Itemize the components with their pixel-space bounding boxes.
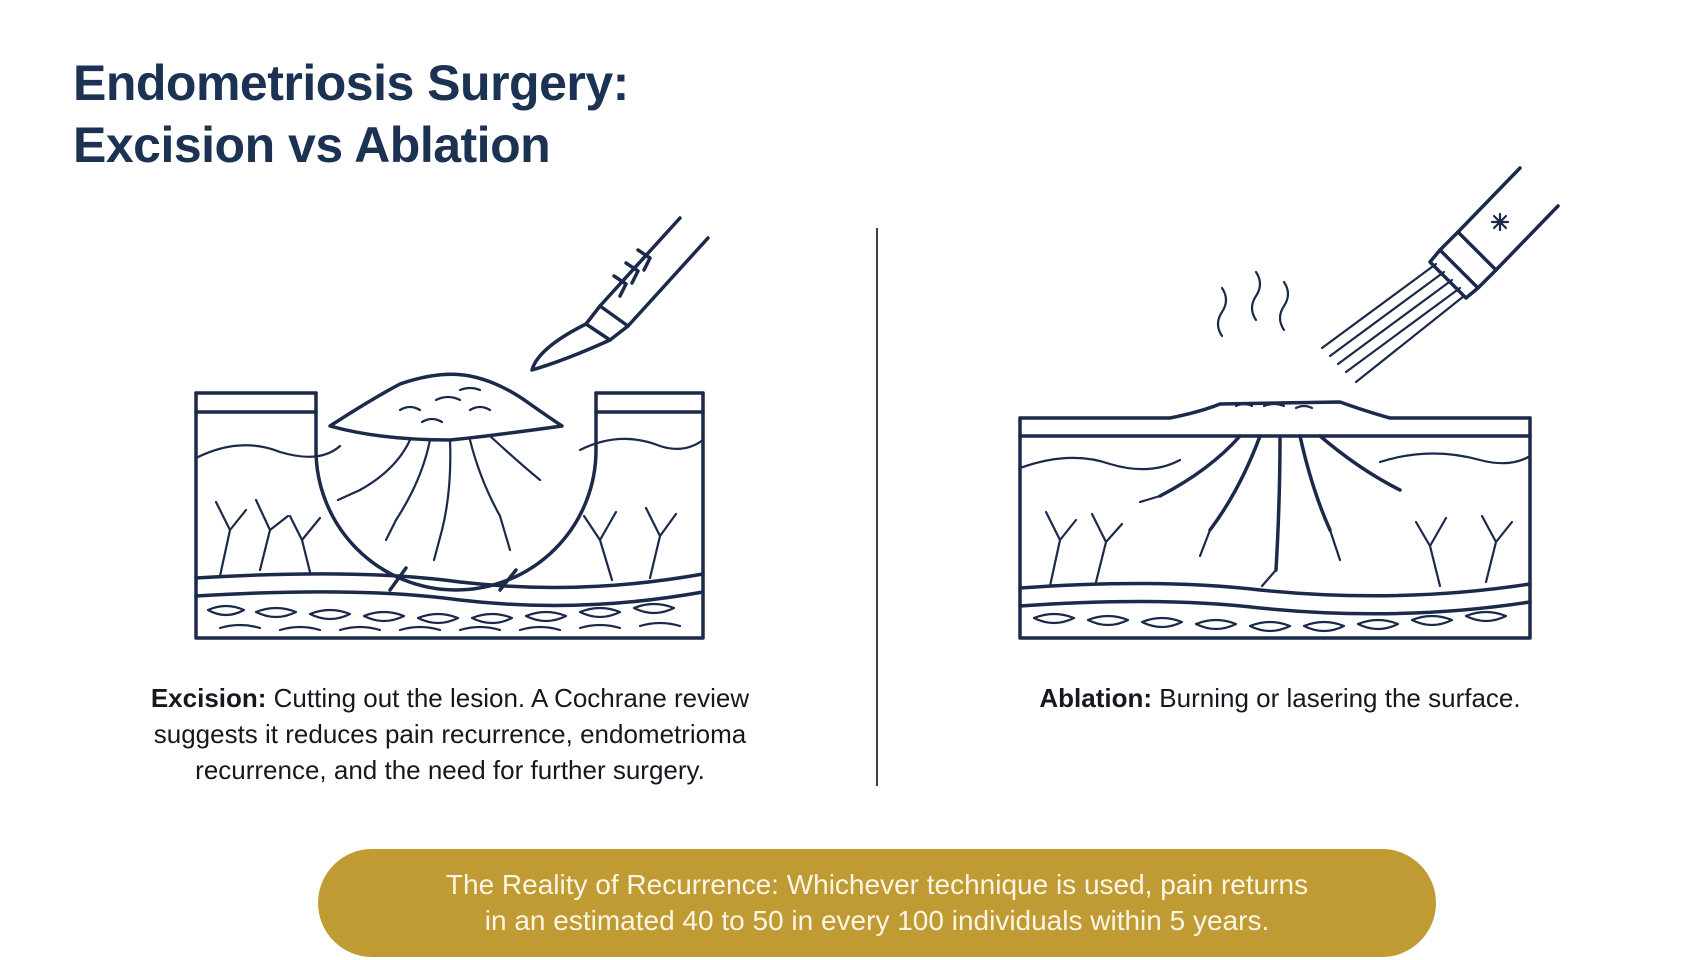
steam	[1216, 270, 1290, 338]
title-line-2: Excision vs Ablation	[73, 117, 551, 173]
ablation-text: Burning or lasering the surface.	[1159, 683, 1521, 713]
excision-label: Excision:	[150, 683, 267, 713]
laser-icon	[1320, 166, 1560, 384]
scalpel-icon	[530, 216, 710, 372]
recurrence-banner: The Reality of Recurrence: Whichever tec…	[318, 849, 1436, 957]
page-title: Endometriosis Surgery: Excision vs Ablat…	[73, 52, 629, 176]
ablation-label: Ablation:	[1039, 683, 1153, 713]
ablation-caption: Ablation: Burning or lasering the surfac…	[960, 680, 1600, 716]
excision-text: Cutting out the lesion. A Cochrane revie…	[153, 683, 750, 785]
title-line-1: Endometriosis Surgery:	[73, 55, 629, 111]
divider	[876, 228, 878, 786]
excision-caption: Excision: Cutting out the lesion. A Coch…	[100, 680, 800, 788]
excised-lesion	[314, 372, 598, 592]
excision-illustration	[194, 216, 710, 640]
banner-line-2: in an estimated 40 to 50 in every 100 in…	[484, 905, 1270, 936]
banner-line-1: The Reality of Recurrence: Whichever tec…	[445, 869, 1309, 900]
ablation-illustration	[1018, 166, 1560, 640]
tissue-block-excision	[194, 391, 705, 640]
tissue-block-ablation	[1018, 400, 1532, 640]
